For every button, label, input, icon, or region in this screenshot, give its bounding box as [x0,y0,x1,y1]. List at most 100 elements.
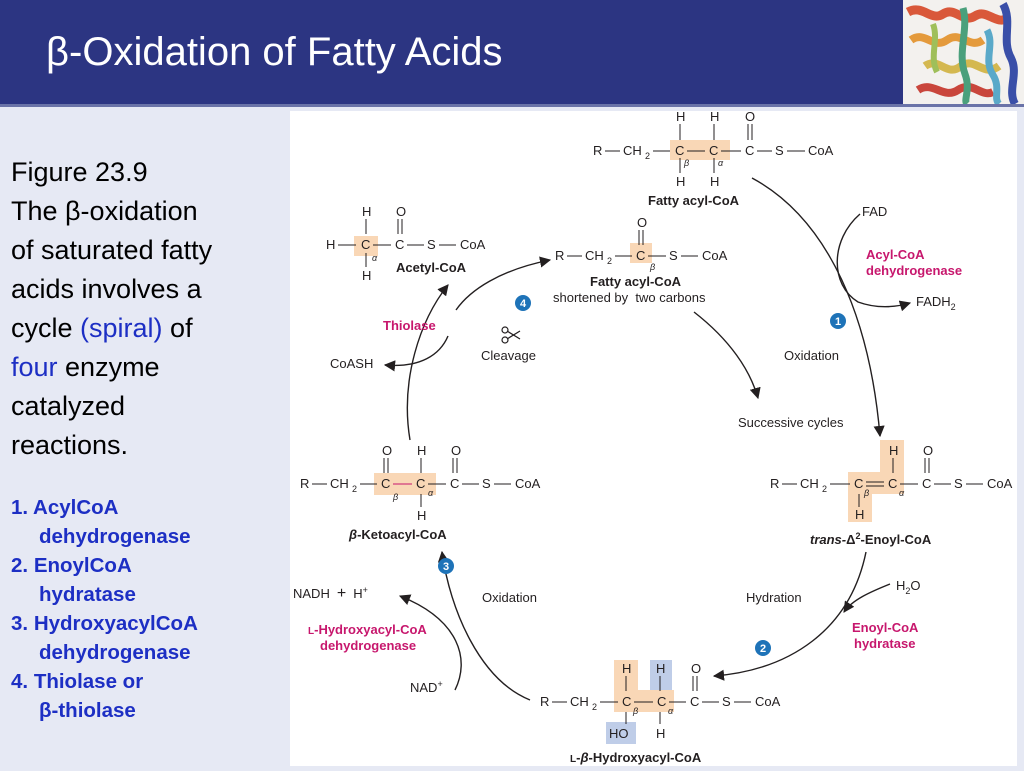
enzyme-name-cont: β-thiolase [39,699,136,722]
protein-structure-image [903,0,1024,104]
atom: O [691,661,701,676]
enzymes: Acyl-CoA dehydrogenase Enoyl-CoA hydrata… [308,247,962,653]
beta-label: β [632,706,638,716]
enzyme-name-cont: hydratase [39,583,136,606]
beta-label: β [683,158,689,168]
reagent-fadh2-text: FADH [916,294,951,309]
atom: C [636,248,645,263]
reagent-h2o-h: H [896,578,905,593]
enzyme-name: -Hydroxyacyl-CoA [314,622,427,637]
atom: C [416,476,425,491]
highlight-enoyl-cc [848,472,904,494]
caption-highlight-spiral: (spiral) [80,313,163,343]
enzyme-name: Thiolase or [33,670,144,693]
process-hydration: Hydration [746,590,802,605]
atom: H [326,237,335,252]
enzyme-acyl-coa-dehydrogenase: Acyl-CoA [866,247,925,262]
arrow-successive [693,311,761,400]
compound-name-suffix: -Enoyl-CoA [860,532,931,547]
atom: H [417,508,426,523]
enzyme-number: 1. [11,496,29,519]
caption-line: catalyzed [11,391,126,421]
scissors-icon [501,326,521,344]
arrow-h2o [843,583,891,613]
atom: CH [623,143,642,158]
enzyme-number: 2. [11,554,29,577]
atom: S [722,694,731,709]
atom: S [954,476,963,491]
reagent-fad: FAD [862,204,887,219]
highlight-hydroxy-cc [614,690,674,712]
atom: H [710,174,719,189]
atom: R [300,476,309,491]
arrow-nad [398,594,462,691]
atom: S [775,143,784,158]
badge-step-3-label: 3 [443,561,449,573]
enzyme-prefix: L [308,626,314,637]
compound-hydroxyacyl-coa: R CH 2 C C C S CoA H H O HO H β α L-β-Hy… [540,661,781,765]
enzyme-name: HydroxyacylCoA [33,612,198,635]
enzyme-name: AcylCoA [33,496,119,519]
highlight-hydroxy-h-blue [650,660,672,690]
atom: C [381,476,390,491]
atom-sub: 2 [822,484,827,494]
atom: H [417,443,426,458]
highlight-boxes [354,140,904,744]
alpha-label: α [668,706,674,716]
caption-line: reactions. [11,430,129,460]
atom: C [675,143,684,158]
atom: C [854,476,863,491]
beta-label: β [649,262,655,272]
arrow-step1 [751,177,885,438]
compound-enoyl-coa: R CH 2 C C C S CoA H O H β α trans-Δ2-En… [770,443,1013,547]
atom: CH [800,476,819,491]
atom: C [361,237,370,252]
caption-figure-number: Figure 23.9 [11,157,148,187]
atom: H [622,661,631,676]
process-oxidation-1: Oxidation [784,348,839,363]
atom: C [745,143,754,158]
arrow-step3 [437,550,531,701]
badge-step-1 [830,313,846,329]
reagent-nadh: NADH+H+ [293,585,368,602]
atom: CH [330,476,349,491]
atom: O [637,215,647,230]
reagent-h2o-sub: 2 [905,586,910,596]
alpha-label: α [372,253,378,263]
atom: H [710,111,719,124]
atom: C [709,143,718,158]
caption-line: four enzyme [11,348,281,387]
atom: H [676,111,685,124]
arrow-coash [383,335,449,372]
process-oxidation-2: Oxidation [482,590,537,605]
arrow-step4 [406,284,449,441]
atom: S [427,237,436,252]
reagent-fadh2: FADH2 [916,294,956,312]
arrow-fad [836,213,912,312]
atom: O [923,443,933,458]
compound-fatty-acyl-coa: R CH 2 C C C S CoA H H O H H β α Fatty a… [593,109,834,208]
caption-line: acids involves a [11,274,202,304]
atom-sub: 2 [592,702,597,712]
highlight-hydroxy-ho [606,722,636,744]
atom: H [676,174,685,189]
compound-note: shortened by two carbons [553,290,706,305]
figure-caption: Figure 23.9 The β-oxidation of saturated… [11,153,281,465]
compound-name: β-Ketoacyl-CoA [348,527,447,542]
reagent-h2o: H2O [896,578,921,596]
atom: C [690,694,699,709]
atom: R [555,248,564,263]
compound-name-prefix: trans- [810,532,846,547]
compound-name-suffix: -Hydroxyacyl-CoA [589,750,702,765]
atom: C [395,237,404,252]
atom: H [656,661,665,676]
badge-step-2-label: 2 [760,643,766,655]
reagent-plus: + [337,585,346,602]
badge-step-3 [438,558,454,574]
caption-line: The β-oxidation [11,196,198,226]
process-labels: Oxidation Hydration Oxidation Cleavage S… [481,348,844,605]
beta-label: β [863,488,869,498]
